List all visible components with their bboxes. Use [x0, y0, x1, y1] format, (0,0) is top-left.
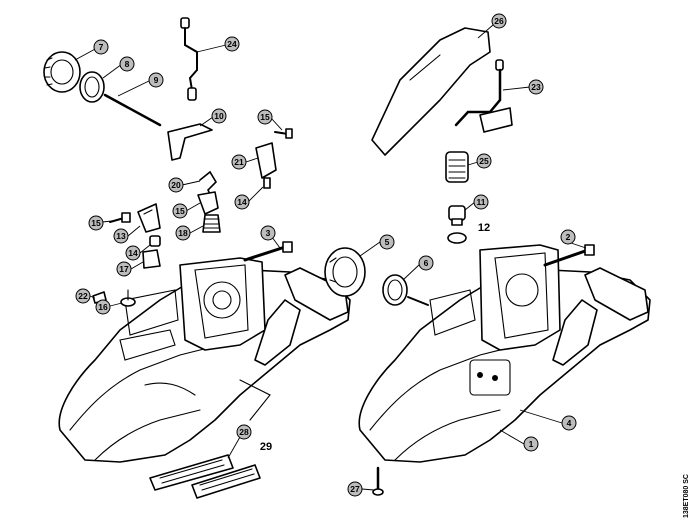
lever-part — [137, 203, 161, 233]
callout-16: 16 — [95, 299, 111, 315]
svg-text:3: 3 — [266, 228, 271, 238]
svg-text:27: 27 — [350, 484, 360, 494]
callout-7: 7 — [93, 39, 109, 55]
svg-text:10: 10 — [214, 111, 224, 121]
sleeve-part — [149, 235, 161, 247]
callout-28: 28 — [236, 424, 252, 440]
callout-2: 2 — [560, 229, 576, 245]
spring-part — [202, 214, 221, 233]
bracket-part — [167, 123, 213, 161]
small-bracket-part — [197, 191, 219, 215]
callout-27: 27 — [347, 481, 363, 497]
callout-20: 20 — [168, 177, 184, 193]
callout-14: 14 — [125, 245, 141, 261]
svg-text:18: 18 — [178, 228, 188, 238]
fuel-hose-part — [454, 59, 513, 133]
svg-text:15: 15 — [260, 112, 270, 122]
screw-part — [274, 128, 293, 139]
bolt-part — [243, 241, 293, 262]
svg-text:20: 20 — [171, 180, 181, 190]
leader-lines — [74, 24, 587, 491]
svg-text:23: 23 — [531, 82, 541, 92]
part-label-12: 12 — [478, 222, 490, 234]
svg-text:22: 22 — [78, 291, 88, 301]
oil-pump-part — [324, 247, 366, 297]
rod-part — [103, 93, 162, 127]
svg-text:11: 11 — [477, 197, 486, 207]
svg-text:15: 15 — [175, 206, 185, 216]
svg-text:9: 9 — [154, 75, 159, 85]
callout-8: 8 — [119, 56, 135, 72]
callout-15: 15 — [257, 109, 273, 125]
svg-text:24: 24 — [227, 39, 237, 49]
nameplate-part — [149, 454, 234, 491]
svg-text:5: 5 — [385, 237, 390, 247]
svg-text:13: 13 — [116, 231, 126, 241]
callout-9: 9 — [148, 72, 164, 88]
callout-15: 15 — [88, 215, 104, 231]
callout-13: 13 — [113, 228, 129, 244]
callout-17: 17 — [116, 261, 132, 277]
svg-text:14: 14 — [237, 197, 247, 207]
right-crankcase-housing — [358, 244, 651, 463]
left-crankcase-housing — [58, 257, 351, 463]
impulse-hose-part — [180, 17, 198, 101]
callout-18: 18 — [175, 225, 191, 241]
callout-21: 21 — [231, 154, 247, 170]
callouts: 7 8 9 10 24 15 21 20 15 14 15 13 14 18 1… — [75, 13, 577, 497]
svg-text:15: 15 — [91, 218, 101, 228]
part-label-29: 29 — [260, 441, 272, 453]
svg-text:26: 26 — [494, 16, 504, 26]
callout-5: 5 — [379, 234, 395, 250]
svg-text:16: 16 — [98, 302, 108, 312]
svg-text:14: 14 — [128, 248, 138, 258]
bolt-right-part — [543, 244, 595, 267]
shroud-part — [255, 142, 277, 189]
washer-part — [120, 289, 136, 307]
svg-text:25: 25 — [479, 156, 489, 166]
svg-text:17: 17 — [119, 264, 129, 274]
callout-26: 26 — [491, 13, 507, 29]
cap-part — [142, 249, 161, 269]
fuel-filter-part — [445, 151, 469, 183]
screw-bottom-part — [372, 466, 384, 496]
callout-25: 25 — [476, 153, 492, 169]
callout-24: 24 — [224, 36, 240, 52]
callout-15: 15 — [172, 203, 188, 219]
gasket-ring-part — [79, 71, 105, 103]
seal-ring-part — [382, 274, 429, 306]
screw-left-part — [109, 212, 131, 223]
callout-14: 14 — [234, 194, 250, 210]
svg-text:4: 4 — [567, 418, 572, 428]
plug-part — [448, 205, 466, 226]
callout-10: 10 — [211, 108, 227, 124]
drawing-id: 138ET080 SC — [683, 474, 690, 518]
svg-text:1: 1 — [529, 439, 534, 449]
handle-part — [371, 27, 491, 156]
svg-text:2: 2 — [566, 232, 571, 242]
callout-23: 23 — [528, 79, 544, 95]
decal-part — [191, 464, 261, 499]
callout-22: 22 — [75, 288, 91, 304]
svg-text:21: 21 — [234, 157, 244, 167]
svg-text:28: 28 — [239, 427, 249, 437]
callout-6: 6 — [418, 255, 434, 271]
o-ring-part — [447, 232, 467, 244]
callout-4: 4 — [561, 415, 577, 431]
callout-3: 3 — [260, 225, 276, 241]
svg-text:7: 7 — [99, 42, 104, 52]
callout-1: 1 — [523, 436, 539, 452]
callout-11: 11 — [473, 194, 489, 210]
svg-text:6: 6 — [424, 258, 429, 268]
svg-text:8: 8 — [125, 59, 130, 69]
oil-pump-cap-part — [43, 51, 81, 93]
